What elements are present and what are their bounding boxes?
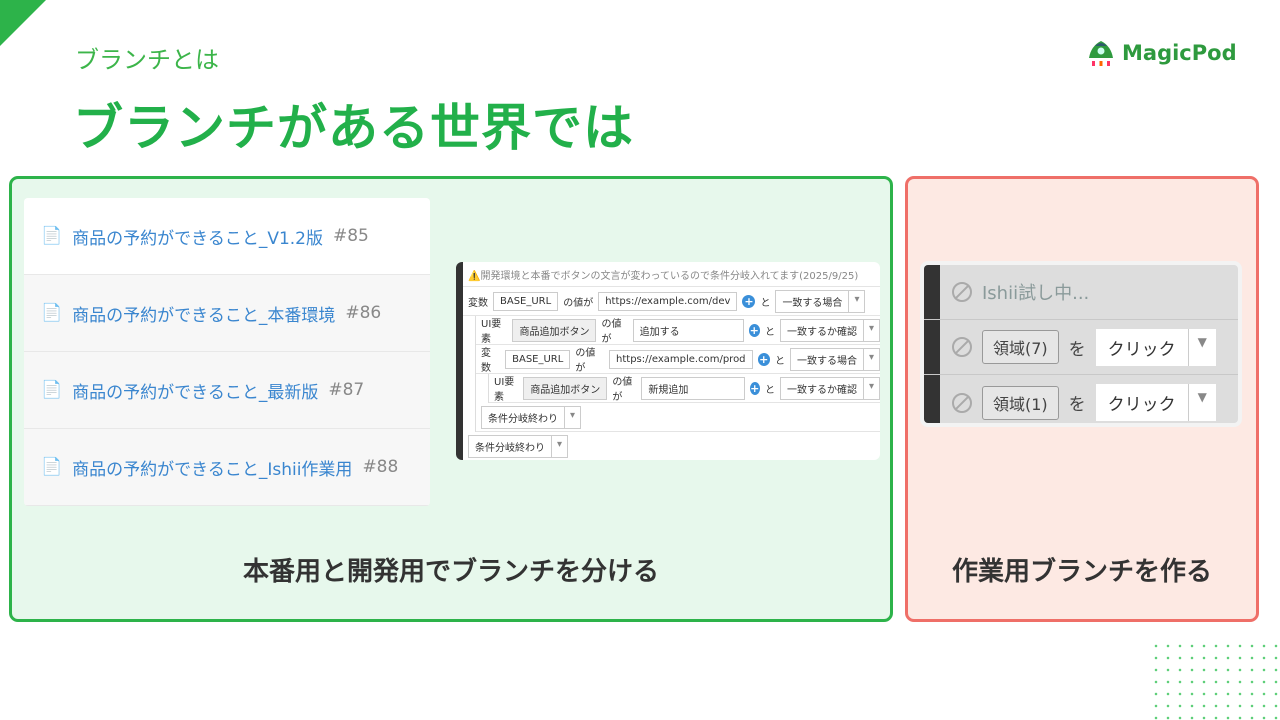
document-check-icon: 📄 bbox=[41, 226, 63, 246]
disabled-icon bbox=[952, 392, 972, 413]
script-step[interactable]: 条件分岐終わり▾ bbox=[476, 403, 880, 432]
production-development-panel: 📄商品の予約ができること_V1.2版#85 📄商品の予約ができること_本番環境#… bbox=[9, 176, 893, 622]
condition-select[interactable]: 一致する場合▾ bbox=[775, 289, 866, 313]
branch-item[interactable]: 📄商品の予約ができること_V1.2版#85 bbox=[24, 198, 430, 275]
disabled-icon bbox=[952, 282, 972, 302]
condition-select[interactable]: 一致するか確認▾ bbox=[779, 376, 880, 400]
document-check-icon: 📄 bbox=[41, 380, 63, 400]
branch-list: 📄商品の予約ができること_V1.2版#85 📄商品の予約ができること_本番環境#… bbox=[24, 198, 430, 506]
magicpod-logo: MagicPod bbox=[1086, 38, 1237, 68]
plus-icon[interactable]: + bbox=[748, 323, 760, 337]
document-check-icon: 📄 bbox=[41, 303, 63, 323]
script-step[interactable]: UI要素商品追加ボタンの値が追加する+と一致するか確認▾ bbox=[476, 316, 880, 345]
document-check-icon: 📄 bbox=[41, 457, 63, 477]
condition-select[interactable]: 一致するか確認▾ bbox=[779, 318, 880, 342]
conditional-script: ⚠️開発環境と本番でボタンの文言が変わっているので条件分岐入れてます(2025/… bbox=[456, 262, 880, 460]
end-condition-select[interactable]: 条件分岐終わり▾ bbox=[468, 435, 569, 458]
plus-icon[interactable]: + bbox=[742, 294, 756, 308]
disabled-icon bbox=[952, 337, 972, 357]
branch-item[interactable]: 📄商品の予約ができること_Ishii作業用#88 bbox=[24, 429, 430, 506]
plus-icon[interactable]: + bbox=[757, 352, 770, 366]
left-caption: 本番用と開発用でブランチを分ける bbox=[242, 557, 659, 587]
right-caption: 作業用ブランチを作る bbox=[951, 557, 1212, 587]
section-subtitle: ブランチとは bbox=[75, 46, 219, 74]
dot-grid-decoration bbox=[1150, 640, 1280, 720]
action-select[interactable]: クリック▼ bbox=[1095, 384, 1216, 421]
end-condition-select[interactable]: 条件分岐終わり▾ bbox=[481, 405, 582, 429]
branch-item[interactable]: 📄商品の予約ができること_本番環境#86 bbox=[24, 275, 430, 352]
rocket-icon bbox=[1089, 41, 1113, 66]
condition-select[interactable]: 一致する場合▾ bbox=[789, 347, 880, 371]
comment-step[interactable]: Ishii試し中... bbox=[924, 265, 1238, 320]
script-step[interactable]: UI要素商品追加ボタンの値が新規追加+と一致するか確認▾ bbox=[489, 374, 880, 403]
click-step[interactable]: 領域(7)をクリック▼ bbox=[924, 320, 1238, 375]
disabled-steps: Ishii試し中... 領域(7)をクリック▼ 領域(1)をクリック▼ bbox=[920, 261, 1242, 427]
branch-item[interactable]: 📄商品の予約ができること_最新版#87 bbox=[24, 352, 430, 429]
script-note: ⚠️開発環境と本番でボタンの文言が変わっているので条件分岐入れてます(2025/… bbox=[463, 262, 880, 287]
script-step[interactable]: 条件分岐終わり▾ bbox=[463, 432, 880, 460]
corner-decoration bbox=[0, 0, 46, 46]
plus-icon[interactable]: + bbox=[749, 381, 760, 395]
work-branch-panel: Ishii試し中... 領域(7)をクリック▼ 領域(1)をクリック▼ 作業用ブ… bbox=[905, 176, 1259, 622]
action-select[interactable]: クリック▼ bbox=[1095, 328, 1216, 366]
click-step[interactable]: 領域(1)をクリック▼ bbox=[924, 375, 1238, 423]
page-title: ブランチがある世界では bbox=[73, 99, 634, 157]
